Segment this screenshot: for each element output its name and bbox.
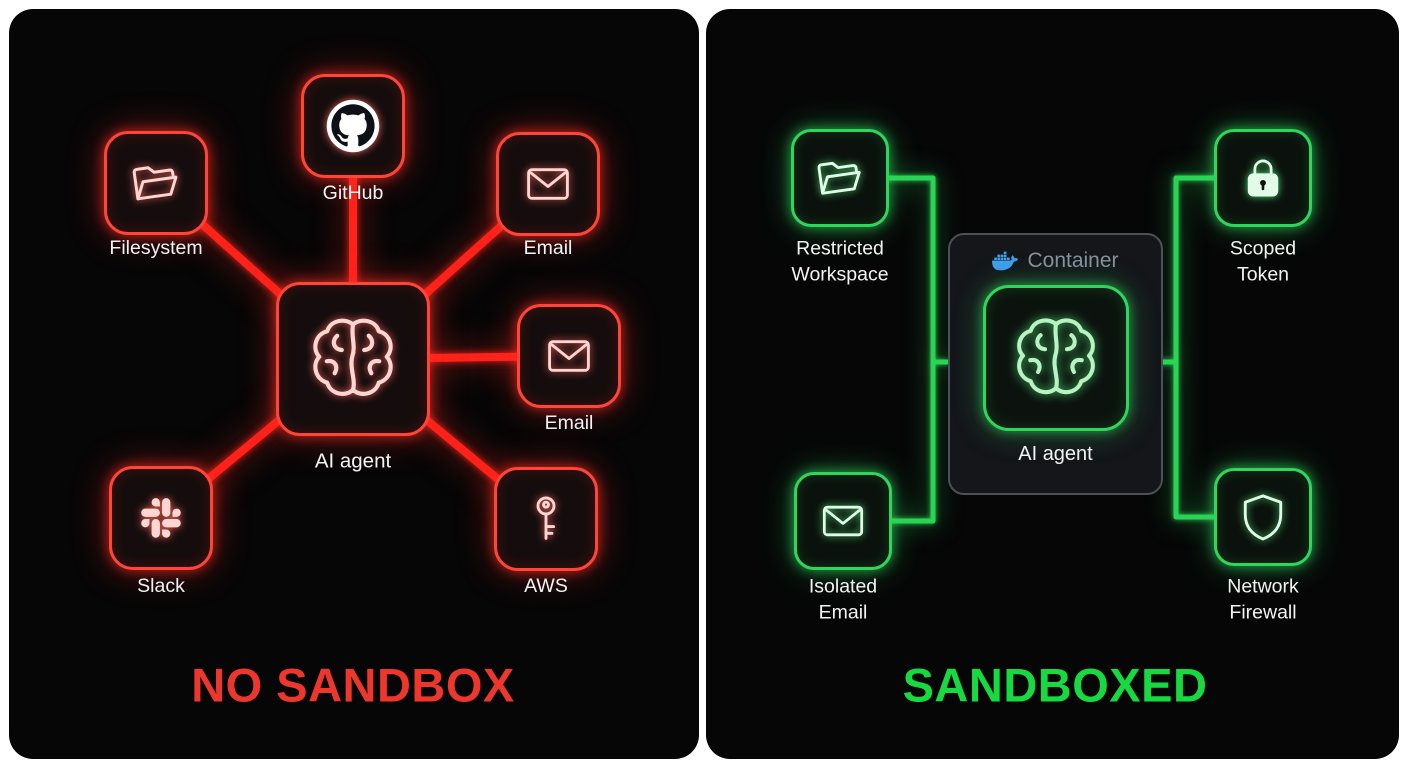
email-label-2: Email — [544, 412, 594, 435]
sandboxed-panel: Restricted Workspace Scoped Token — [706, 9, 1399, 759]
ai-agent-label: AI agent — [1018, 443, 1093, 465]
container-header: Container — [950, 248, 1161, 274]
slack-label: Slack — [137, 575, 185, 598]
ai-agent-node — [982, 285, 1129, 431]
no-sandbox-panel: Filesystem GitHub Email — [9, 9, 699, 759]
container-label: Container — [1027, 249, 1119, 272]
scoped-token-node — [1214, 129, 1312, 227]
aws-label: AWS — [524, 575, 568, 598]
isolated-email-node — [794, 472, 892, 570]
ai-agent-node — [276, 282, 430, 436]
slack-node — [109, 466, 213, 570]
folder-icon — [132, 166, 178, 201]
email-node-1 — [496, 132, 600, 236]
filesystem-node — [104, 131, 208, 235]
sandboxed-title: SANDBOXED — [902, 658, 1208, 712]
folder-icon — [817, 161, 861, 195]
brain-icon — [1016, 318, 1095, 395]
isolated-email-label: Isolated Email — [808, 575, 878, 623]
github-label: GitHub — [322, 182, 384, 205]
brain-icon — [313, 318, 393, 396]
restricted-workspace-node — [791, 129, 889, 227]
scoped-token-label: Scoped Token — [1229, 237, 1297, 285]
email-icon — [527, 168, 569, 200]
ai-agent-label: AI agent — [314, 449, 392, 473]
lock-icon — [1247, 159, 1279, 197]
shield-icon — [1243, 494, 1283, 541]
email-node-2 — [517, 304, 621, 408]
slack-icon — [141, 498, 181, 538]
email-label-1: Email — [523, 237, 573, 260]
filesystem-label: Filesystem — [109, 237, 203, 260]
github-node — [301, 74, 405, 178]
email-icon — [548, 340, 590, 372]
docker-icon — [992, 251, 1019, 271]
network-firewall-node — [1214, 468, 1312, 566]
restricted-workspace-label: Restricted Workspace — [791, 237, 889, 285]
email-icon — [822, 505, 864, 537]
no-sandbox-title: NO SANDBOX — [191, 658, 515, 712]
github-icon — [326, 99, 380, 153]
container-box: Container AI agent — [948, 233, 1163, 495]
key-icon — [536, 496, 556, 540]
aws-node — [494, 467, 598, 571]
network-firewall-label: Network Firewall — [1227, 575, 1299, 623]
